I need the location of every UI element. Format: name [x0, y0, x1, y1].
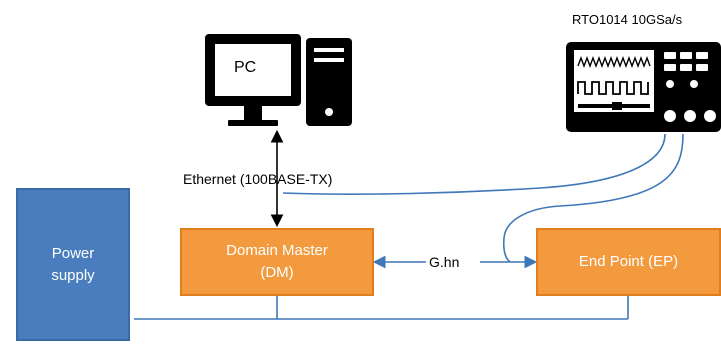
- pc-tower-icon: [306, 38, 352, 126]
- power-supply-box: Power supply: [16, 188, 130, 341]
- probe-cables: [282, 133, 684, 263]
- pc-monitor-icon: [205, 34, 301, 126]
- end-point-label: End Point (EP): [578, 253, 679, 270]
- pc-label: PC: [234, 59, 257, 76]
- end-point-box: End Point (EP): [536, 228, 721, 296]
- power-supply-label-line1: Power: [51, 244, 95, 262]
- ethernet-label: Ethernet (100BASE-TX): [183, 171, 333, 187]
- domain-master-label-line1: Domain Master: [226, 242, 328, 259]
- oscilloscope-label: RTO1014 10GSa/s: [572, 12, 683, 27]
- power-supply-label-line2: supply: [51, 266, 95, 284]
- power-bus-lines: [134, 296, 629, 320]
- ghn-label: G.hn: [429, 254, 460, 270]
- oscilloscope-icon: [566, 42, 721, 132]
- domain-master-box: Domain Master (DM): [180, 228, 374, 296]
- domain-master-label-line2: (DM): [260, 264, 294, 281]
